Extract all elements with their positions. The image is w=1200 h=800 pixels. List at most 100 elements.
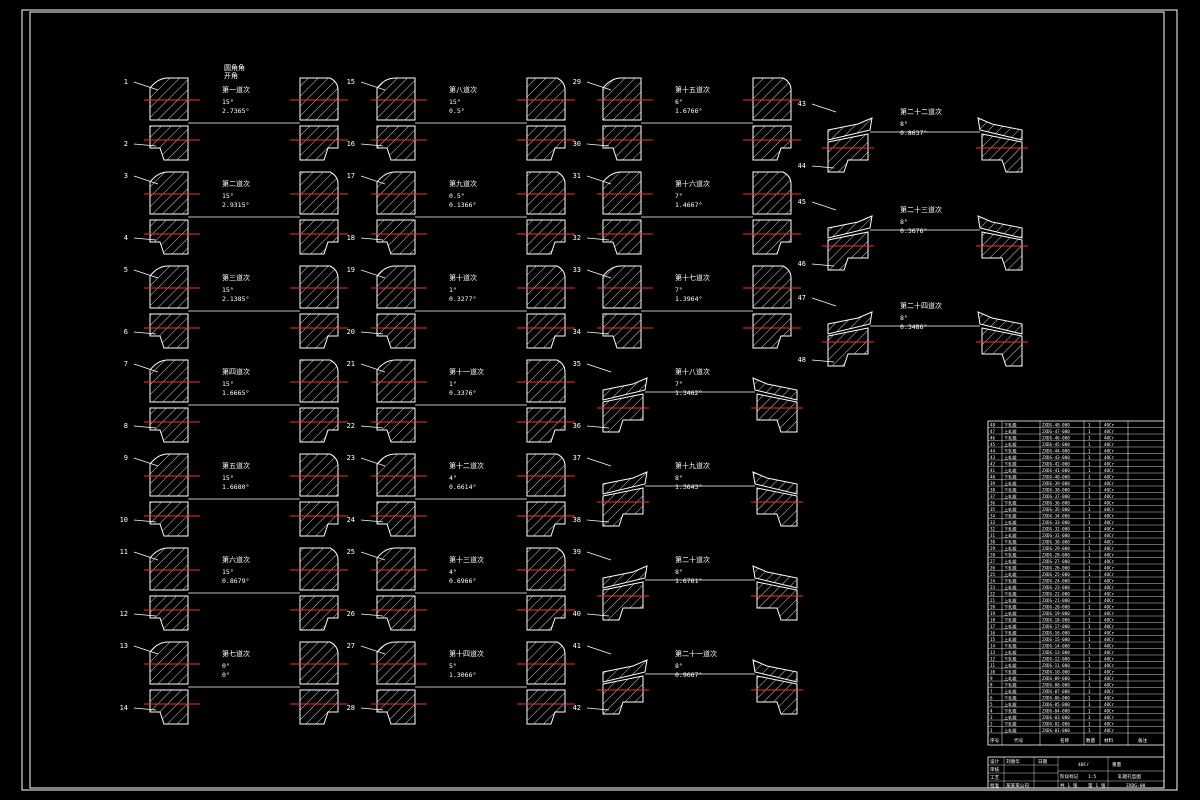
pass-angle: 5° — [449, 662, 457, 670]
bom-code: ZXDG-16-000 — [1042, 630, 1070, 635]
bom-qty: 1 — [1088, 552, 1091, 557]
bom-code: ZXDG-27-000 — [1042, 559, 1070, 564]
pass-angle: 7° — [675, 380, 683, 388]
leader-line — [360, 645, 386, 655]
lower-roll-left — [376, 219, 416, 255]
leader-line — [360, 519, 384, 523]
upper-roll-right — [752, 377, 798, 401]
bom-code: ZXDG-22-000 — [1042, 591, 1070, 596]
bom-material: 40Cr — [1104, 461, 1115, 466]
title-block-text: 1:5 — [1088, 774, 1097, 780]
lower-roll-right — [981, 231, 1023, 271]
part-number: 13 — [120, 642, 128, 650]
leader-line — [360, 331, 384, 335]
bom-qty: 1 — [1088, 546, 1091, 551]
bom-code: ZXDG-11-000 — [1042, 663, 1070, 668]
bom-material: 40Cr — [1104, 643, 1115, 648]
bom-qty: 1 — [1088, 689, 1091, 694]
bom-name: 下轧辊 — [1004, 460, 1017, 467]
bom-no: 1 — [990, 728, 993, 733]
leader-line — [360, 81, 386, 91]
leader-line — [360, 613, 384, 617]
bom-qty: 1 — [1088, 533, 1091, 538]
upper-roll-right — [977, 311, 1023, 335]
lower-roll-left — [376, 501, 416, 537]
lower-roll-right — [756, 581, 798, 621]
bom-code: ZXDG-29-000 — [1042, 546, 1070, 551]
lower-roll-left — [827, 327, 869, 367]
bom-code: ZXDG-05-000 — [1042, 702, 1070, 707]
pass-label: 第六道次 — [222, 555, 250, 564]
bom-no: 42 — [990, 461, 996, 466]
lower-roll-left — [149, 407, 189, 443]
pass-label: 第十四道次 — [449, 649, 484, 658]
upper-roll-right — [526, 171, 566, 215]
part-number: 4 — [124, 234, 128, 242]
pass-value: 1.4667° — [675, 201, 702, 209]
part-number: 30 — [573, 140, 581, 148]
leader-line — [586, 269, 612, 279]
bom-name: 上轧辊 — [1004, 584, 1017, 591]
pass-angle: 4° — [449, 568, 457, 576]
bom-no: 45 — [990, 442, 996, 447]
pass-angle: 15° — [222, 474, 234, 482]
bom-code: ZXDG-37-000 — [1042, 494, 1070, 499]
bom-no: 2 — [990, 721, 993, 726]
bom-code: ZXDG-42-000 — [1042, 461, 1070, 466]
pass-angle: 4° — [449, 474, 457, 482]
pass-value: 0.3676° — [900, 227, 927, 235]
pass-value: 1.3066° — [449, 671, 476, 679]
pass-value: 1.6761° — [675, 577, 702, 585]
upper-roll-right — [526, 359, 566, 403]
bom-no: 28 — [990, 552, 996, 557]
part-number: 18 — [347, 234, 355, 242]
bom-no: 8 — [990, 682, 993, 687]
bom-name: 上轧辊 — [1004, 454, 1017, 461]
bom-name: 上轧辊 — [1004, 545, 1017, 552]
pass-value: 0.5° — [449, 107, 465, 115]
bom-no: 9 — [990, 676, 993, 681]
pass-value: 2.9315° — [222, 201, 249, 209]
pass-angle: 8° — [900, 218, 908, 226]
leader-line — [360, 143, 384, 147]
leader-line — [133, 331, 157, 335]
lower-roll-left — [827, 133, 869, 173]
bom-code: ZXDG-10-000 — [1042, 669, 1070, 674]
bom-no: 7 — [990, 689, 993, 694]
bom-name: 上轧辊 — [1004, 519, 1017, 526]
bom-material: 40Cr — [1104, 552, 1115, 557]
bom-material: 40Cr — [1104, 637, 1115, 642]
leader-line — [586, 331, 610, 335]
bom-no: 25 — [990, 572, 996, 577]
leader-line — [586, 81, 612, 91]
bom-code: ZXDG-07-000 — [1042, 689, 1070, 694]
lower-roll-right — [526, 501, 566, 537]
bom-qty: 1 — [1088, 604, 1091, 609]
bom-no: 12 — [990, 656, 996, 661]
part-number: 15 — [347, 78, 355, 86]
part-number: 43 — [798, 100, 806, 108]
part-number: 11 — [120, 548, 128, 556]
bom-name: 下轧辊 — [1004, 668, 1017, 675]
upper-roll-left — [376, 641, 416, 685]
bom-qty: 1 — [1088, 429, 1091, 434]
pass-label: 第二十三道次 — [900, 205, 942, 214]
title-block-text: 40Cr — [1078, 762, 1089, 768]
bom-code: ZXDG-46-000 — [1042, 435, 1070, 440]
